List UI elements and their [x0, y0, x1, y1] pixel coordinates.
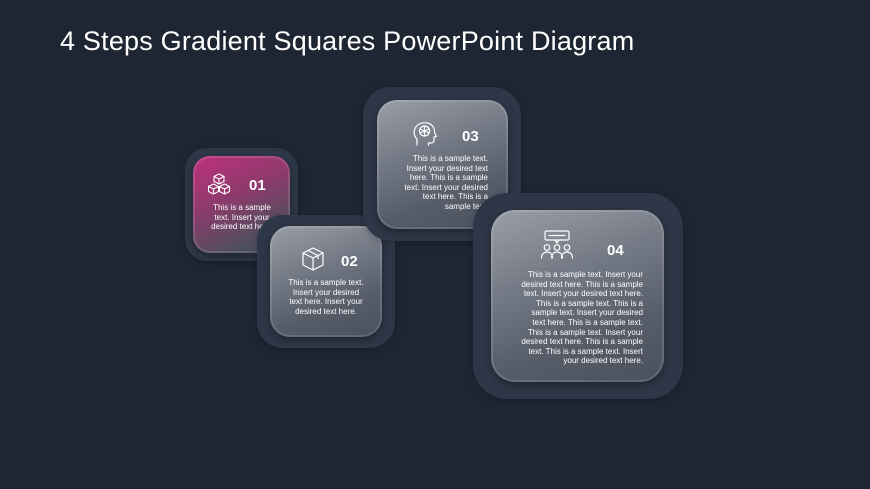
step-01-number: 01 [249, 177, 266, 194]
brain-head-icon [413, 122, 438, 146]
step-02-square: 02 This is a sample text. Insert your de… [270, 226, 382, 337]
step-03-text: This is a sample text. Insert your desir… [404, 154, 488, 211]
team-discussion-icon [540, 230, 574, 259]
step-02-text: This is a sample text. Insert your desir… [288, 278, 364, 316]
step-04-square: 04 This is a sample text. Insert your de… [491, 210, 664, 382]
step-02-number: 02 [341, 253, 358, 270]
box-icon [302, 247, 324, 271]
step-03-number: 03 [462, 128, 479, 145]
page-title: 4 Steps Gradient Squares PowerPoint Diag… [60, 26, 635, 56]
step-04-text: This is a sample text. Insert your desir… [521, 270, 643, 366]
step-04-number: 04 [607, 242, 624, 259]
cubes-icon [207, 173, 231, 195]
